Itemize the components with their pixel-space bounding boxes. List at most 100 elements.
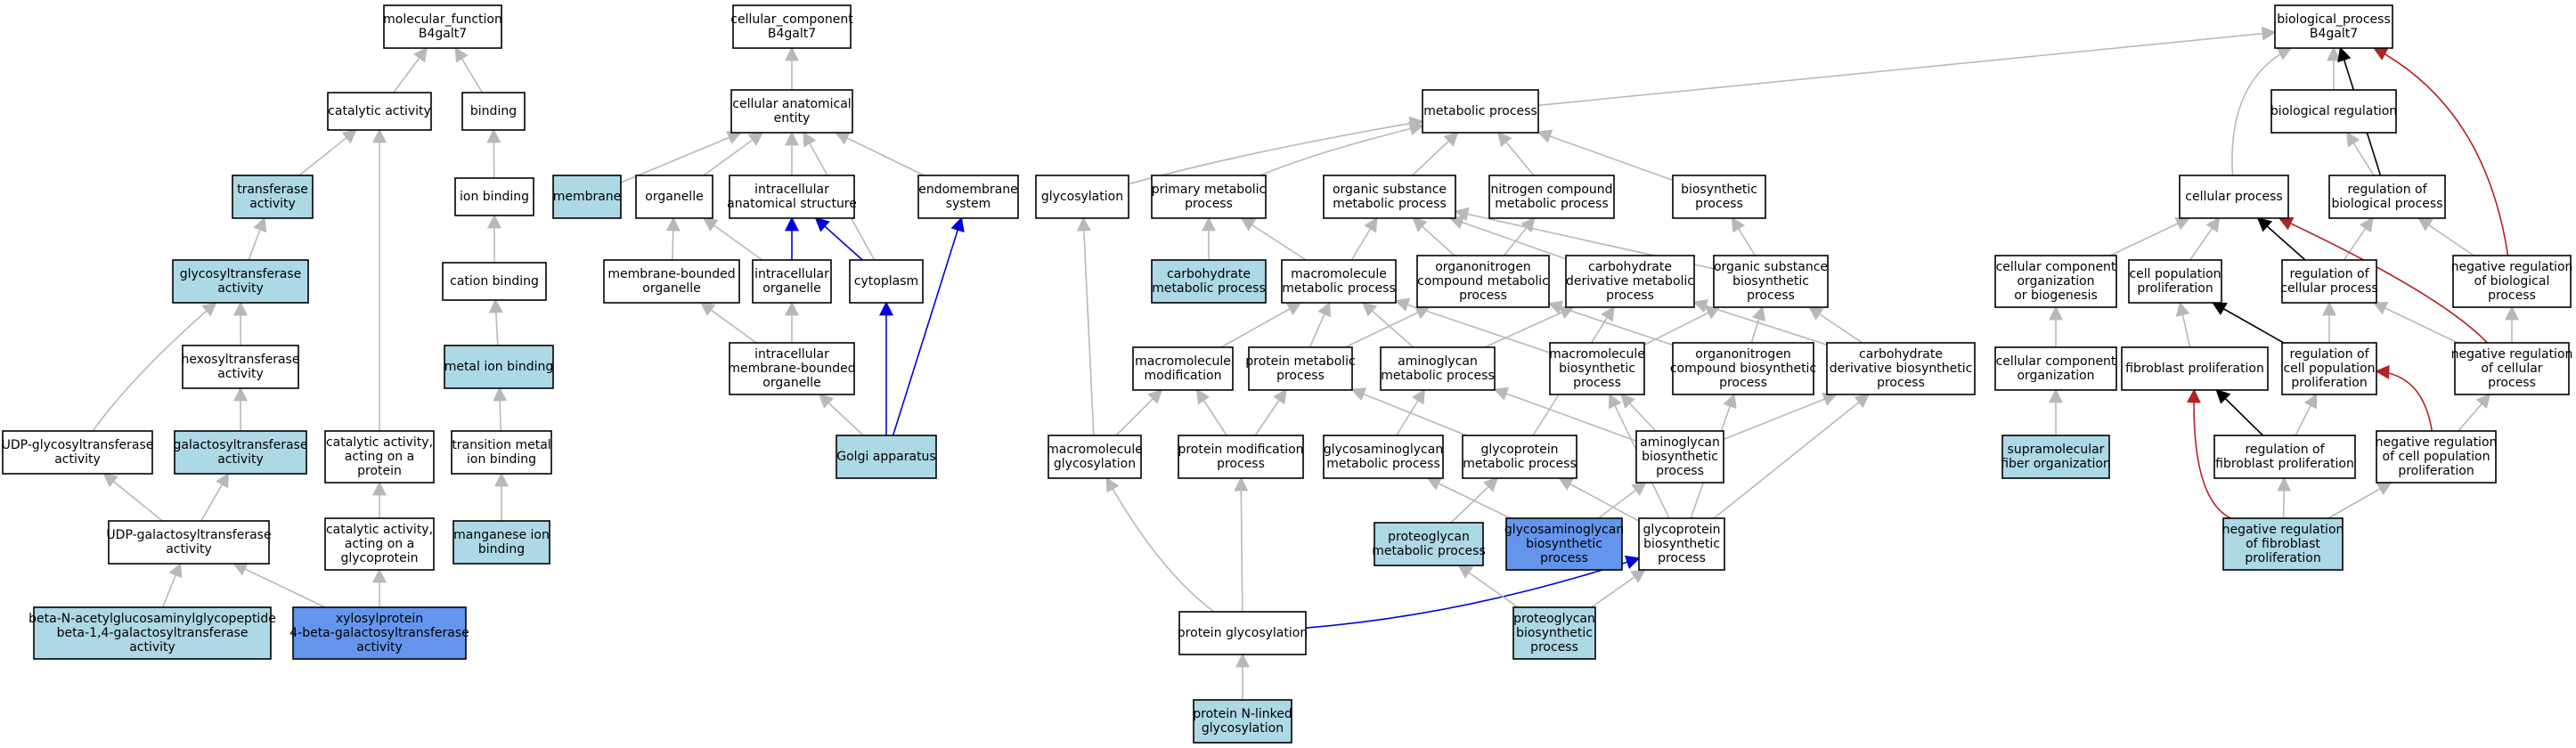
term-node-golgi[interactable]: Golgi apparatus [836,435,937,479]
term-label-line: macromolecule [1549,347,1645,362]
term-node-beta-n-acetyl[interactable]: beta-N-acetylglucosaminylglycopeptidebet… [29,606,276,660]
edge-ion-binding-to-binding [486,128,501,179]
term-label-line: process [2488,289,2536,303]
term-box [324,430,435,484]
term-node-metabolic[interactable]: metabolic process [1422,89,1539,134]
term-label-line: UDP-glycosyltransferase [2,438,154,452]
term-node-ion-binding[interactable]: ion binding [454,177,534,216]
edge-udp-galactosyl-to-galactosyltransferase [200,472,229,522]
term-label-line: biosynthetic [1526,537,1602,551]
term-label-line: metabolic process [1381,369,1495,383]
edge-metal-ion-binding-to-cation-binding [488,298,503,346]
term-node-metal-ion-binding[interactable]: metal ion binding [444,345,554,389]
term-node-organelle[interactable]: organelle [635,175,713,219]
edge-intracell-mb-organelle-to-membrane-bounded [699,302,757,344]
term-label-line: protein metabolic [1245,354,1355,369]
term-label-line: protein N-linked [1193,707,1292,721]
edge-macromolecule-biosynth-to-macromolecule-metabolic [1394,297,1551,354]
term-label-line: nitrogen compound [1490,183,1612,197]
edge-aminoglycan-biosynth-to-aminoglycan-metabolic [1493,386,1637,442]
term-label-line: glycoprotein [340,551,418,565]
term-node-cat-glycoprotein[interactable]: catalytic activity,acting on aglycoprote… [324,517,435,571]
term-node-cellular-process[interactable]: cellular process [2179,175,2289,219]
term-node-glycosylation[interactable]: glycosylation [1035,175,1129,219]
term-node-protein-glycosylation[interactable]: protein glycosylation [1178,611,1308,655]
term-label-line: Golgi apparatus [836,450,935,464]
term-node-binding[interactable]: binding [461,92,526,131]
term-box [1505,517,1623,571]
edge-neg-reg-bio-to-reg-bio-process [2417,217,2474,256]
term-node-fibroblast-prolif[interactable]: fibroblast proliferation [2121,346,2269,391]
term-node-cation-binding[interactable]: cation binding [442,262,547,301]
term-label-line: entity [774,111,811,126]
term-label-line: organelle [645,190,703,204]
term-node-cytoplasm[interactable]: cytoplasm [849,259,924,304]
term-label-line: process [1747,289,1795,303]
term-node-membrane[interactable]: membrane [552,175,622,219]
edge-glycosyltransferase-to-transferase [248,216,267,261]
term-node-xylosylprotein[interactable]: xylosylprotein4-beta-galactosyltransfera… [289,606,469,660]
term-label-line: endomembrane [918,183,1018,197]
term-label-line: process [1658,551,1706,565]
term-node-catalytic[interactable]: catalytic activity [327,92,432,131]
term-label-line: beta-N-acetylglucosaminylglycopeptide [29,612,276,626]
term-label-line: metabolic process [1152,281,1266,296]
term-node-bio-regulation[interactable]: biological regulation [2270,89,2397,134]
